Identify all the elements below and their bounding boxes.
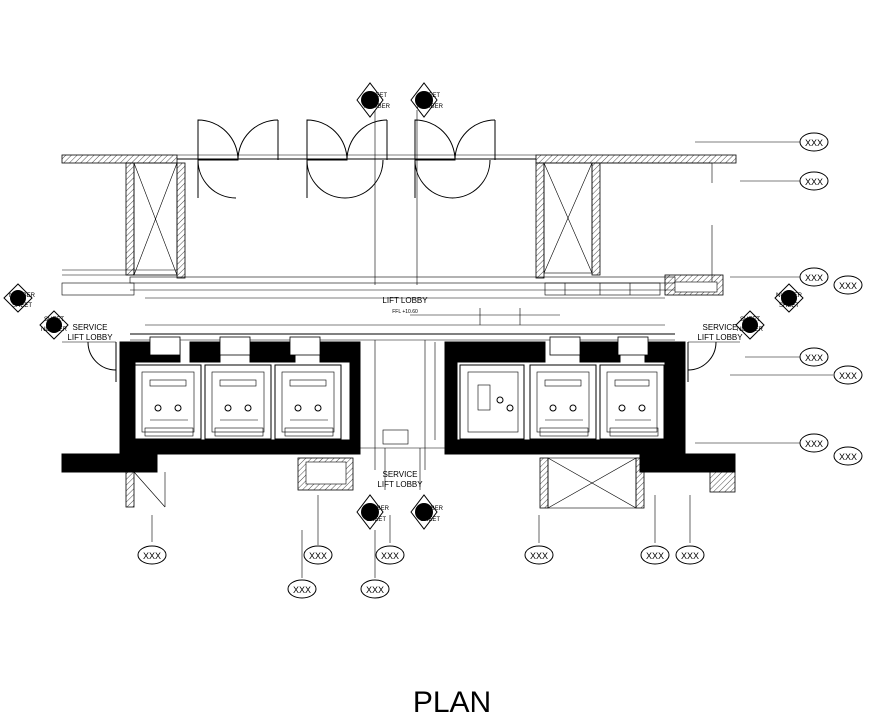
tag-bottom-6: XXX bbox=[530, 551, 548, 561]
tag-bottom-1: XXX bbox=[143, 551, 161, 561]
tag-right-2: XXX bbox=[805, 177, 823, 187]
tag-bottom-2: XXX bbox=[309, 551, 327, 561]
lower-shafts bbox=[125, 457, 736, 509]
service-lobby-left-line2: LIFT LOBBY bbox=[67, 333, 113, 342]
tag-right-8: XXX bbox=[839, 452, 857, 462]
marker-top-lower-right: NUMBER bbox=[417, 104, 444, 110]
tags-right: XXX XXX XXX XXX XXX XXX XXX XXX bbox=[799, 132, 863, 466]
tag-right-3: XXX bbox=[805, 273, 823, 283]
marker-right-lower: SHEET bbox=[779, 303, 799, 309]
lift-car-5 bbox=[599, 364, 665, 440]
marker-bottom-lower: SHEET bbox=[366, 517, 386, 523]
marker-top-upper-right: SHEET bbox=[420, 93, 440, 99]
service-lobby-left-line1: SERVICE bbox=[73, 323, 108, 332]
tag-right-1: XXX bbox=[805, 138, 823, 148]
tag-bottom-5: XXX bbox=[366, 585, 384, 595]
marker-left-inner-lower: NUMBER bbox=[41, 327, 68, 333]
lift-lobby-label: LIFT LOBBY bbox=[382, 296, 428, 305]
service-lobby-bottom-line2: LIFT LOBBY bbox=[377, 480, 423, 489]
marker-left-upper: NUMBER bbox=[9, 293, 36, 299]
section-marker-right: NUMBER SHEET SHEET NUMBER bbox=[735, 283, 804, 340]
lift-lobby-level: FFL +10.60 bbox=[392, 309, 418, 315]
marker-bottom-lower-right: SHEET bbox=[420, 517, 440, 523]
plan-title: PLAN bbox=[413, 686, 491, 719]
lift-lobby-corridor bbox=[61, 274, 724, 341]
tag-right-6: XXX bbox=[839, 371, 857, 381]
section-marker-bottom: NUMBER SHEET NUMBER SHEET bbox=[356, 494, 444, 530]
service-lobby-right-line2: LIFT LOBBY bbox=[697, 333, 743, 342]
upper-wall bbox=[61, 154, 737, 285]
marker-bottom-upper-right: NUMBER bbox=[417, 506, 444, 512]
service-lobby-right-line1: SERVICE bbox=[703, 323, 738, 332]
service-corridor bbox=[360, 340, 445, 490]
marker-left-lower: SHEET bbox=[12, 303, 32, 309]
tag-right-7: XXX bbox=[805, 439, 823, 449]
service-lift-car bbox=[459, 364, 525, 440]
marker-right-upper: NUMBER bbox=[776, 293, 803, 299]
tag-bottom-8: XXX bbox=[681, 551, 699, 561]
entrance-doors bbox=[197, 110, 496, 285]
marker-right-inner-upper: SHEET bbox=[740, 317, 760, 323]
marker-left-inner-upper: SHEET bbox=[44, 317, 64, 323]
service-lobby-bottom-line1: SERVICE bbox=[383, 470, 418, 479]
tag-bottom-4: XXX bbox=[381, 551, 399, 561]
lift-car-3 bbox=[274, 364, 342, 440]
lift-car-2 bbox=[204, 364, 272, 440]
section-marker-left: NUMBER SHEET SHEET NUMBER bbox=[3, 283, 69, 340]
section-marker-top: SHEET NUMBER SHEET NUMBER bbox=[356, 82, 444, 118]
tag-right-4: XXX bbox=[839, 281, 857, 291]
leader-lines bbox=[151, 141, 833, 578]
left-lift-bank bbox=[61, 336, 361, 473]
tag-right-5: XXX bbox=[805, 353, 823, 363]
marker-right-inner-lower: NUMBER bbox=[737, 327, 764, 333]
marker-top-upper: SHEET bbox=[367, 93, 387, 99]
lift-car-4 bbox=[529, 364, 597, 440]
marker-top-lower: NUMBER bbox=[364, 104, 391, 110]
tags-bottom: XXX XXX XXX XXX XXX XXX XXX XXX bbox=[137, 545, 705, 599]
lift-car-1 bbox=[134, 364, 202, 440]
tag-bottom-7: XXX bbox=[646, 551, 664, 561]
marker-bottom-upper: NUMBER bbox=[363, 506, 390, 512]
tag-bottom-3: XXX bbox=[293, 585, 311, 595]
right-lift-bank bbox=[444, 336, 740, 473]
